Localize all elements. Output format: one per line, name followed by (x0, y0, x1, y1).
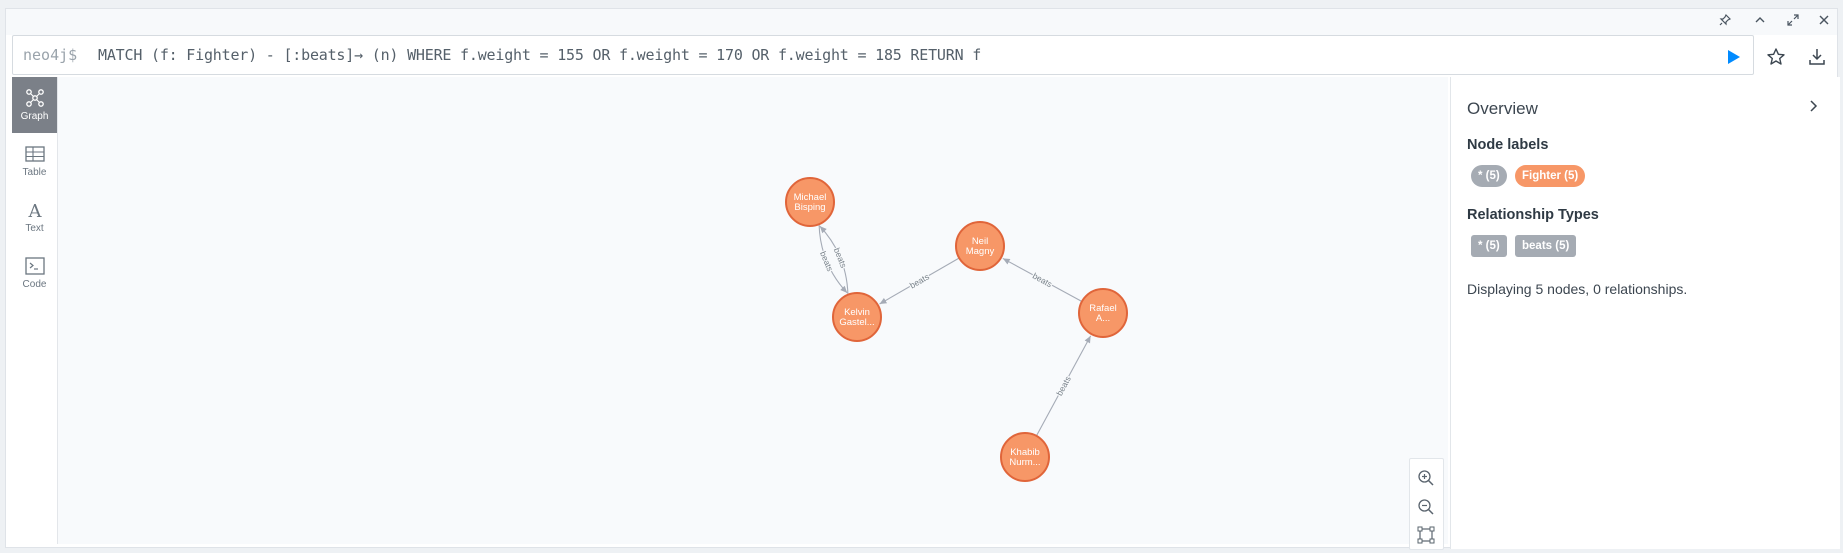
pin-icon[interactable] (1715, 13, 1735, 30)
node-circle[interactable] (832, 292, 882, 342)
node-caption: Michael (794, 192, 827, 203)
relationship-label-text: beats (1054, 374, 1073, 397)
fullscreen-icon[interactable] (1783, 14, 1803, 30)
graph-icon (25, 89, 44, 107)
node-caption: Khabib (1010, 447, 1040, 458)
relationship-label[interactable]: beats (1030, 269, 1055, 290)
rel-type-all-pill[interactable]: * (5) (1471, 235, 1507, 257)
relationship-types-heading: Relationship Types (1467, 207, 1599, 223)
zoom-in-icon (1418, 470, 1434, 486)
frame-toolbar (6, 9, 1837, 35)
node-caption: A... (1096, 313, 1110, 324)
zoom-in-button[interactable] (1415, 467, 1437, 489)
fit-to-screen-button[interactable] (1415, 524, 1437, 546)
node-caption: Kelvin (844, 307, 870, 318)
relationship-label-text: beats (818, 250, 835, 273)
chevron-right-icon[interactable] (1806, 99, 1820, 113)
sidebar-item-text[interactable]: A Text (12, 189, 57, 245)
star-icon (1767, 48, 1785, 65)
sidebar-item-label: Code (22, 279, 47, 290)
editor-prompt: neo4j$ (23, 46, 78, 64)
node-circle[interactable] (1000, 432, 1050, 482)
relationship-label-text: beats (1031, 271, 1054, 290)
node-labels-heading: Node labels (1467, 137, 1549, 153)
view-sidebar: Graph Table A Text Code (12, 77, 58, 544)
graph-node-khabib[interactable]: KhabibNurm... (1000, 432, 1050, 482)
node-circle[interactable] (785, 177, 835, 227)
sidebar-item-table[interactable]: Table (12, 133, 57, 189)
rel-type-beats-pill[interactable]: beats (5) (1515, 235, 1577, 257)
sidebar-item-label: Table (22, 167, 47, 178)
collapse-icon[interactable] (1750, 14, 1770, 30)
node-caption: Gastel... (839, 317, 874, 328)
run-button[interactable] (1722, 46, 1744, 68)
zoom-out-icon (1418, 499, 1434, 515)
text-icon: A (27, 201, 42, 221)
graph-node-rafael[interactable]: RafaelA... (1078, 288, 1128, 338)
graph-node-kelvin[interactable]: KelvinGastel... (832, 292, 882, 342)
sidebar-item-label: Graph (20, 111, 49, 122)
favorite-button[interactable] (1765, 46, 1787, 68)
sidebar-item-label: Text (25, 223, 44, 234)
overview-title: Overview (1467, 99, 1538, 118)
node-caption: Neil (972, 236, 988, 247)
result-frame: neo4j$ MATCH (f: Fighter) - [:beats]→ (n… (5, 8, 1840, 550)
relationship-label[interactable]: beats (906, 270, 932, 291)
node-label-fighter-pill[interactable]: Fighter (5) (1515, 165, 1586, 187)
download-button[interactable] (1806, 46, 1828, 68)
node-caption: Rafael (1089, 303, 1116, 314)
node-caption: Magny (966, 246, 995, 257)
fit-icon (1417, 526, 1435, 544)
node-circle[interactable] (1078, 288, 1128, 338)
relationship-label-text: beats (908, 271, 931, 290)
play-icon (1728, 50, 1740, 64)
relationship-label[interactable]: beats (1053, 373, 1074, 398)
download-icon (1809, 49, 1825, 65)
node-label-all-pill[interactable]: * (5) (1471, 165, 1507, 187)
table-icon (24, 146, 45, 162)
svg-text:A: A (27, 201, 42, 221)
query-text[interactable]: MATCH (f: Fighter) - [:beats]→ (n) WHERE… (98, 46, 982, 64)
node-caption: Bisping (794, 202, 825, 213)
node-caption: Nurm... (1009, 457, 1040, 468)
zoom-controls (1409, 458, 1444, 550)
code-icon (24, 257, 45, 275)
zoom-out-button[interactable] (1415, 496, 1437, 518)
node-circle[interactable] (955, 221, 1005, 271)
overview-status: Displaying 5 nodes, 0 relationships. (1467, 281, 1688, 297)
query-editor[interactable]: neo4j$ MATCH (f: Fighter) - [:beats]→ (n… (12, 35, 1754, 75)
sidebar-item-code[interactable]: Code (12, 245, 57, 301)
overview-panel: Overview Node labels * (5) Fighter (5) R… (1450, 77, 1840, 549)
sidebar-item-graph[interactable]: Graph (12, 77, 57, 133)
close-icon[interactable] (1814, 14, 1834, 30)
